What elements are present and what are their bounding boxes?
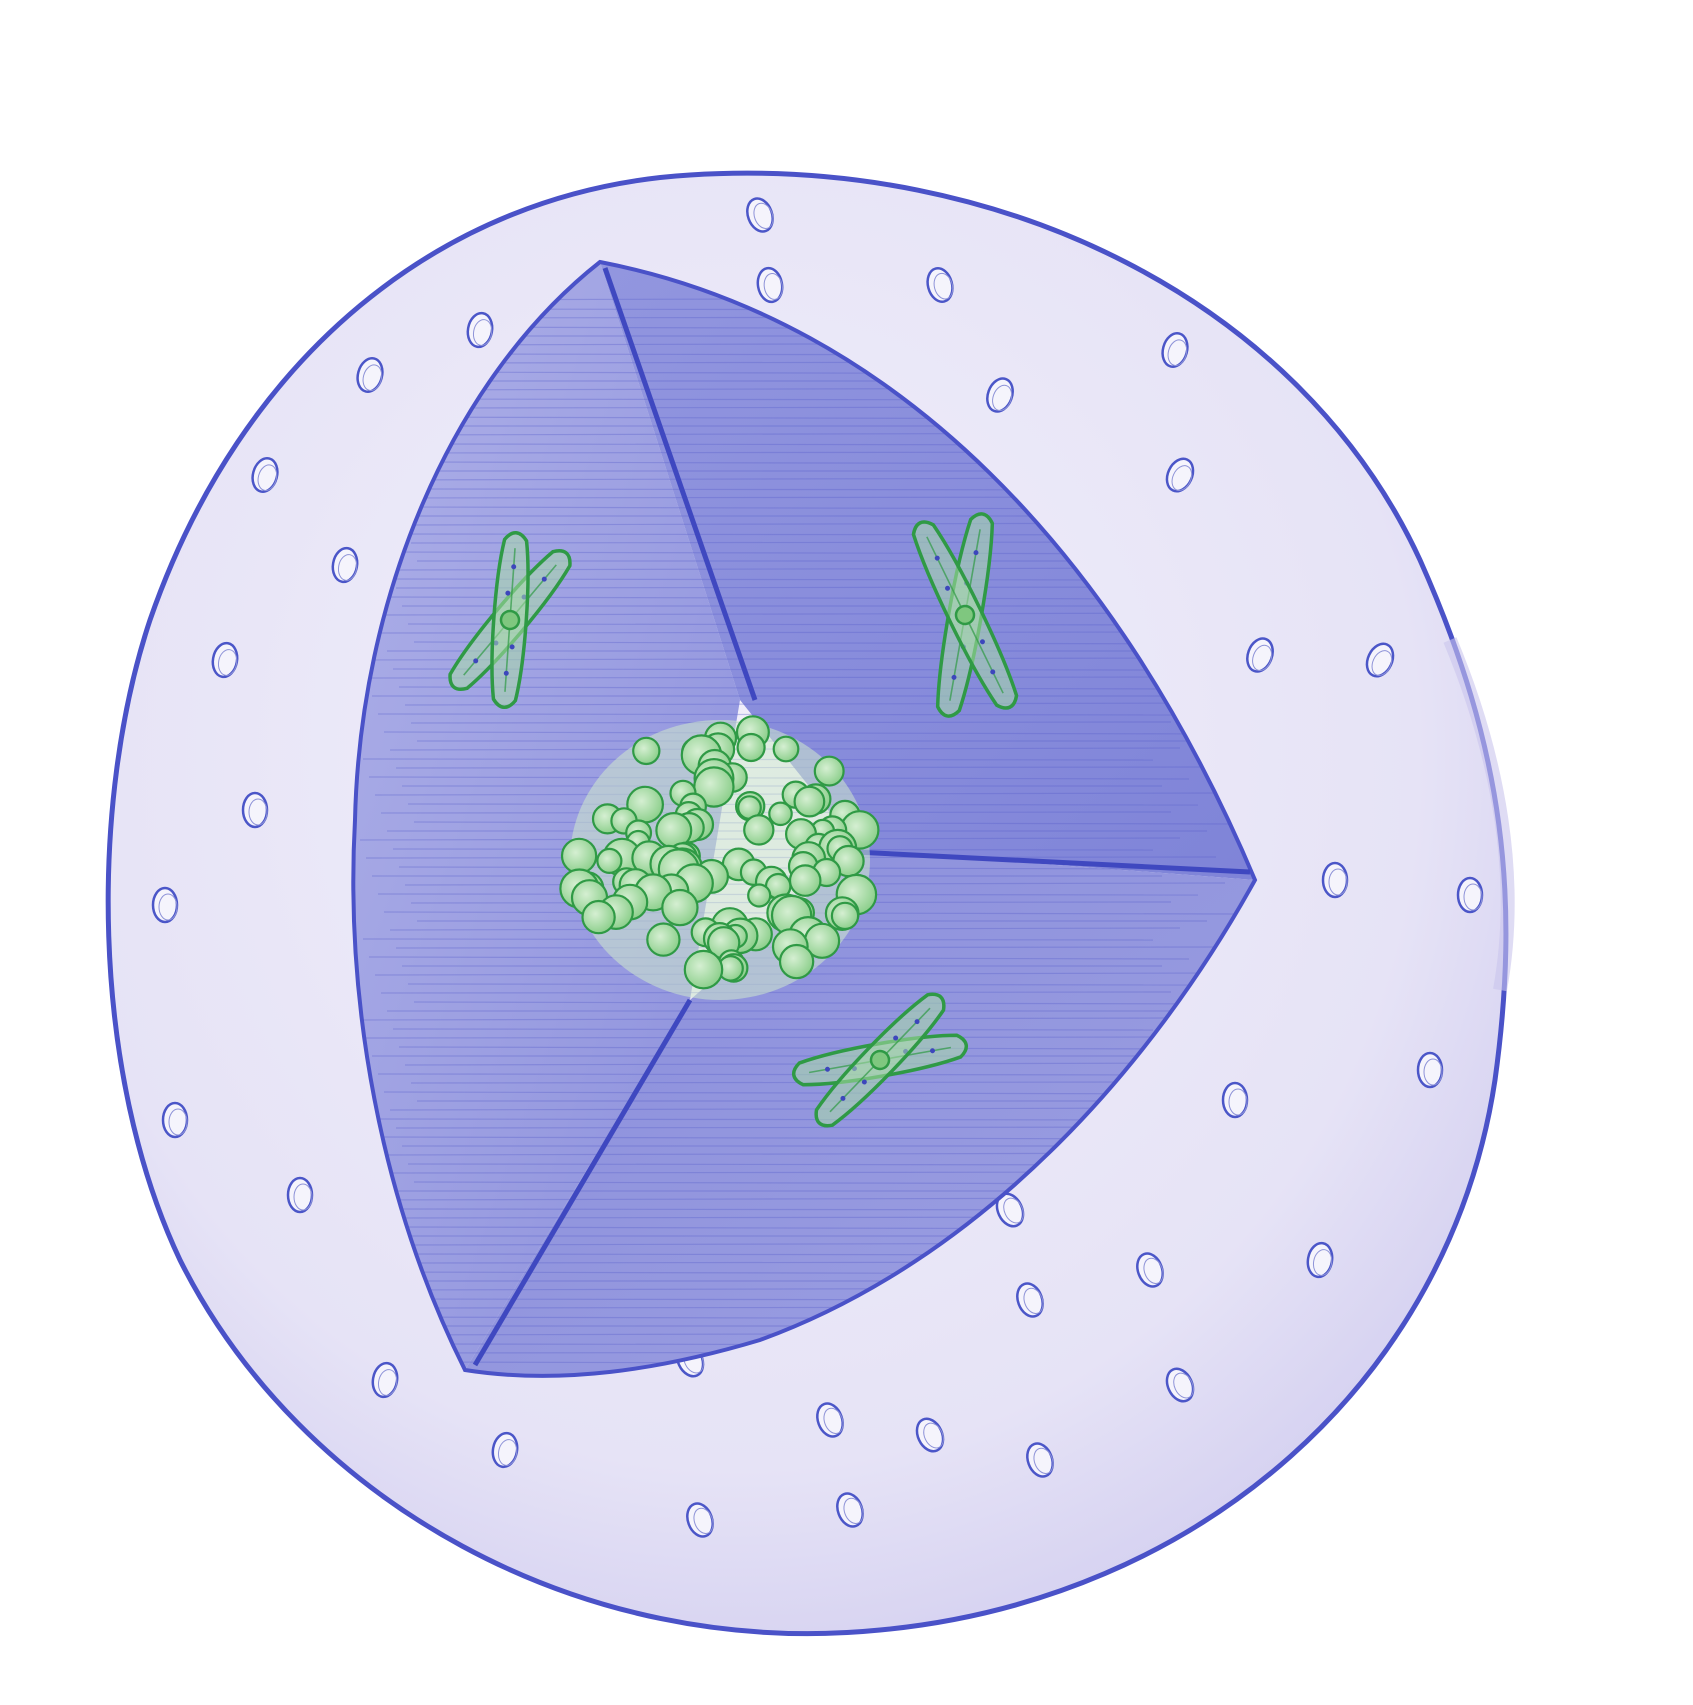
nucleolus-bead xyxy=(646,922,681,957)
nucleolus-bead xyxy=(788,864,822,897)
nuclear-pore xyxy=(1321,861,1349,899)
nuclear-pore xyxy=(1221,1081,1249,1119)
nuclear-pore xyxy=(251,457,279,493)
chromosome-right xyxy=(911,512,1019,718)
nuclear-pore xyxy=(686,1502,714,1538)
nuclear-pore xyxy=(986,377,1014,413)
nuclear-pore xyxy=(356,357,384,393)
nuclear-pore xyxy=(1016,1282,1044,1318)
nuclear-pore xyxy=(756,266,784,304)
cutaway-edge-right xyxy=(854,849,1251,875)
nuclear-pores xyxy=(151,197,1484,1538)
nuclear-pore xyxy=(1306,1241,1334,1279)
nuclear-pore xyxy=(331,546,359,584)
nuclear-pore xyxy=(1456,876,1484,914)
nucleolus-bead xyxy=(683,949,724,990)
nucleolus xyxy=(559,715,880,1000)
nuclear-pore xyxy=(1165,457,1195,493)
nucleolus-bead xyxy=(778,943,815,980)
nucleolus-bead xyxy=(813,755,845,787)
nucleolus-bead xyxy=(743,814,775,846)
nuclear-pore xyxy=(1365,642,1395,678)
nucleolus-bead xyxy=(772,735,800,763)
nuclear-pore xyxy=(1136,1252,1164,1288)
nuclear-pore xyxy=(1161,332,1189,368)
nuclear-pore xyxy=(926,267,954,303)
nuclear-pore xyxy=(161,1101,189,1139)
nucleolus-bead xyxy=(747,883,772,908)
nuclear-pore xyxy=(286,1176,314,1214)
nuclear-pore xyxy=(1026,1442,1054,1478)
nuclear-pore xyxy=(1165,1367,1195,1403)
cutaway-edge-bottom xyxy=(472,998,693,1367)
chromosomes xyxy=(448,512,1019,1128)
envelope-rim-shading xyxy=(1443,637,1515,992)
cutaway-face-lower xyxy=(465,850,1255,1376)
nuclear-pore xyxy=(1416,1051,1444,1089)
nucleolus-bead xyxy=(793,785,826,818)
nucleolus-bead xyxy=(560,837,598,875)
cutaway-rim xyxy=(351,259,1258,1378)
nuclear-pore xyxy=(915,1417,945,1453)
nucleolus-bead xyxy=(632,736,661,766)
nuclear-pore xyxy=(241,791,269,829)
nuclear-pore xyxy=(371,1361,399,1399)
nuclear-pore xyxy=(836,1492,864,1528)
nuclear-pore xyxy=(746,197,774,233)
nucleolus-bead xyxy=(581,899,616,935)
nuclear-pore xyxy=(466,311,494,349)
nuclear-pore xyxy=(151,886,179,924)
nuclear-pore xyxy=(1246,637,1274,673)
nucleolus-bead xyxy=(736,732,766,763)
nuclear-pore xyxy=(491,1431,519,1469)
nucleolus-bead xyxy=(830,901,860,931)
nuclear-pore xyxy=(211,641,239,679)
cutaway-face-left xyxy=(353,262,740,1370)
nucleolus-bead xyxy=(768,801,793,827)
nuclear-pore xyxy=(816,1402,844,1438)
nucleolus-bead xyxy=(596,847,623,875)
chromosome-left xyxy=(448,530,572,710)
chromosome-bottom xyxy=(792,992,968,1128)
nucleolus-bead xyxy=(661,888,699,927)
cutaway-edge-top xyxy=(602,267,758,701)
